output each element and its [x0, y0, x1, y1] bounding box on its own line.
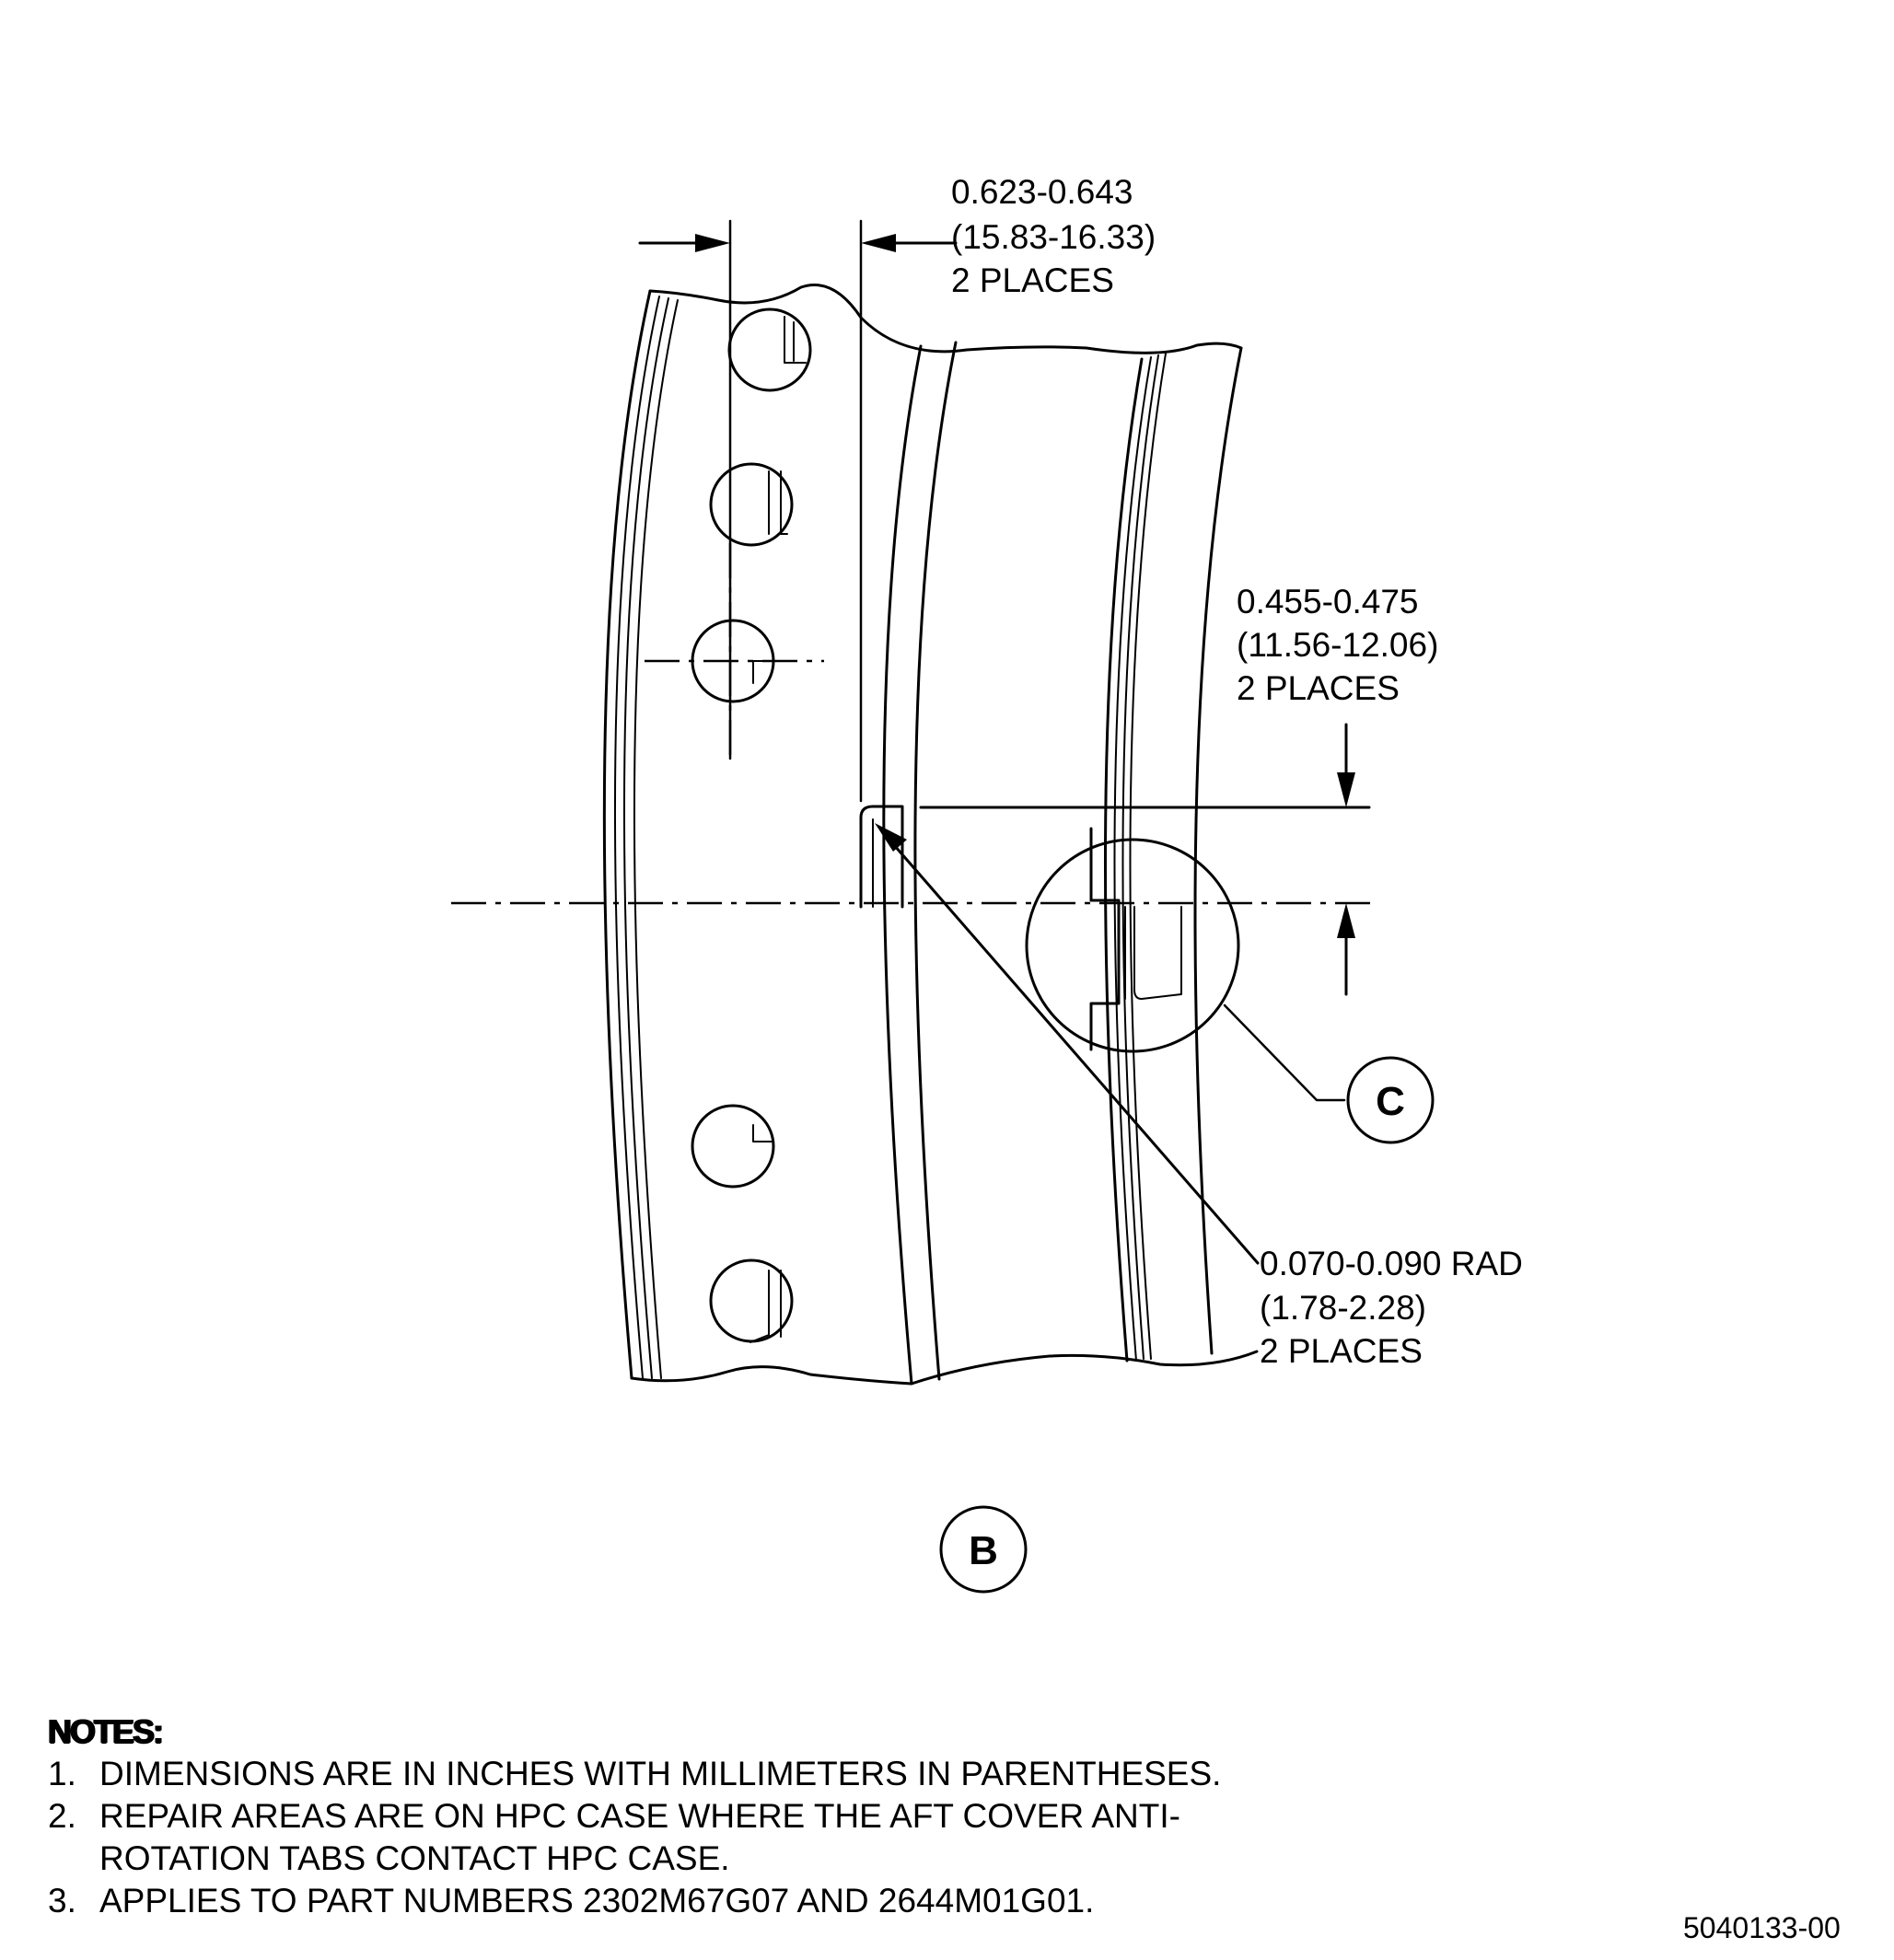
- callout-c-label: C: [1376, 1079, 1405, 1124]
- note-1: 1. DIMENSIONS ARE IN INCHES WITH MILLIME…: [48, 1753, 1221, 1795]
- left-edge-4: [633, 299, 679, 1379]
- groove-left-2: [913, 341, 958, 1381]
- bolt-hole-4: [691, 1104, 775, 1189]
- radius-dim-inches: 0.070-0.090 RAD: [1260, 1245, 1523, 1282]
- note-2-text: REPAIR AREAS ARE ON HPC CASE WHERE THE A…: [99, 1797, 1180, 1835]
- groove-right-2: [1113, 356, 1152, 1362]
- note-2-continuation: ROTATION TABS CONTACT HPC CASE.: [99, 1839, 730, 1877]
- left-edge-1: [602, 289, 652, 1380]
- radius-dim-qty: 2 PLACES: [1260, 1332, 1423, 1370]
- view-b-bubble: [939, 1505, 1028, 1594]
- left-edge-3: [623, 297, 669, 1379]
- bolt-hole-2: [709, 462, 794, 547]
- note-3: 3. APPLIES TO PART NUMBERS 2302M67G07 AN…: [48, 1880, 1221, 1922]
- view-b-label: B: [969, 1528, 998, 1573]
- height-dim-qty: 2 PLACES: [1237, 669, 1400, 707]
- groove-right-3: [1121, 354, 1159, 1360]
- radius-leader: [880, 829, 1260, 1265]
- width-dim-inches: 0.623-0.643: [951, 173, 1133, 211]
- left-edge-2: [614, 296, 660, 1379]
- note-2-number: 2.: [48, 1797, 76, 1835]
- groove-right-1: [1103, 357, 1144, 1363]
- note-1-text: DIMENSIONS ARE IN INCHES WITH MILLIMETER…: [99, 1755, 1222, 1792]
- width-dim-qty: 2 PLACES: [951, 261, 1114, 299]
- top-break-line: [648, 283, 1243, 354]
- notch-left: [859, 805, 904, 909]
- height-dim-mm: (11.56-12.06): [1237, 626, 1438, 664]
- note-3-number: 3.: [48, 1882, 76, 1919]
- detail-c-circle: [1025, 838, 1240, 1053]
- note-2: 2. REPAIR AREAS ARE ON HPC CASE WHERE TH…: [48, 1795, 1221, 1838]
- bolt-hole-1: [727, 307, 812, 392]
- bottom-break-line: [630, 1350, 1259, 1386]
- right-edge: [1193, 346, 1243, 1355]
- note-1-number: 1.: [48, 1755, 76, 1792]
- groove-right-4: [1129, 353, 1167, 1360]
- note-3-text: APPLIES TO PART NUMBERS 2302M67G07 AND 2…: [99, 1882, 1095, 1919]
- height-dim-inches: 0.455-0.475: [1237, 583, 1419, 620]
- width-dim-mm: (15.83-16.33): [951, 218, 1156, 256]
- figure-id: 5040133-00: [1683, 1911, 1841, 1944]
- callout-c-bubble: [1346, 1056, 1435, 1144]
- radius-dim-mm: (1.78-2.28): [1260, 1289, 1426, 1327]
- groove-left-1: [882, 344, 923, 1386]
- notes-heading: NOTES:: [48, 1712, 164, 1750]
- notes-block: NOTES: 1. DIMENSIONS ARE IN INCHES WITH …: [48, 1711, 1221, 1922]
- bolt-hole-5: [709, 1258, 794, 1343]
